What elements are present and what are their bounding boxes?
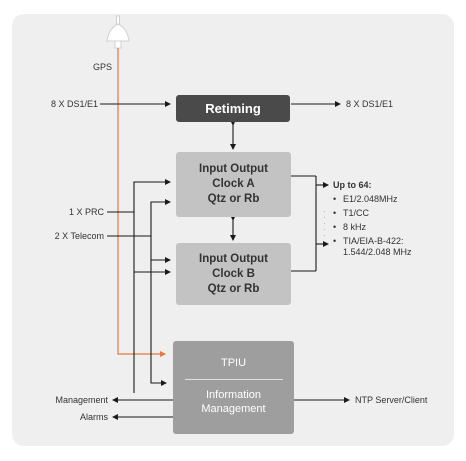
- clock-a-line-2: Clock A: [212, 178, 255, 190]
- gps-antenna-icon: [106, 15, 130, 49]
- clock-b-line-2: Clock B: [212, 267, 255, 280]
- output-item-t1: T1/CC: [333, 208, 412, 219]
- fan-dots: ·····: [323, 207, 326, 240]
- output-item-e1: E1/2.048MHz: [333, 194, 412, 205]
- gps-label: GPS: [93, 62, 113, 72]
- clock-a-block: Input Output Clock A Qtz or Rb: [176, 152, 291, 217]
- output-item-8khz: 8 kHz: [333, 222, 412, 233]
- tpiu-title: TPIU: [220, 357, 247, 369]
- ds1-output-label: 8 X DS1/E1: [346, 99, 394, 109]
- outputs-heading: Up to 64:: [333, 180, 372, 190]
- clock-b-line-3: Qtz or Rb: [207, 282, 260, 295]
- prc-label: 1 X PRC: [68, 207, 104, 217]
- ntp-label: NTP Server/Client: [355, 395, 428, 405]
- clock-a-line-1: Input Output: [199, 163, 268, 175]
- clock-a-line-3: Qtz or Rb: [207, 193, 260, 205]
- alarms-label: Alarms: [79, 412, 108, 422]
- tpiu-sub-line-1: Information: [205, 389, 262, 401]
- ds1-input-label: 8 X DS1/E1: [50, 99, 98, 109]
- clock-b-block: Input Output Clock B Qtz or Rb: [176, 243, 291, 305]
- gps-line: [117, 48, 166, 357]
- telecom-label: 2 X Telecom: [54, 231, 104, 241]
- retiming-label: Retiming: [205, 101, 261, 116]
- tpiu-divider: [184, 379, 283, 380]
- management-label: Management: [55, 395, 108, 405]
- retiming-block: Retiming: [176, 95, 290, 122]
- outputs-list: Up to 64: E1/2.048MHz T1/CC 8 kHz TIA/EI…: [333, 180, 412, 261]
- tpiu-sub-line-2: Management: [201, 403, 266, 415]
- output-item-tia: TIA/EIA-B-422: 1.544/2.048 MHz: [333, 236, 412, 258]
- tpiu-block: TPIU Information Management: [173, 341, 294, 434]
- clock-b-line-1: Input Output: [199, 252, 268, 265]
